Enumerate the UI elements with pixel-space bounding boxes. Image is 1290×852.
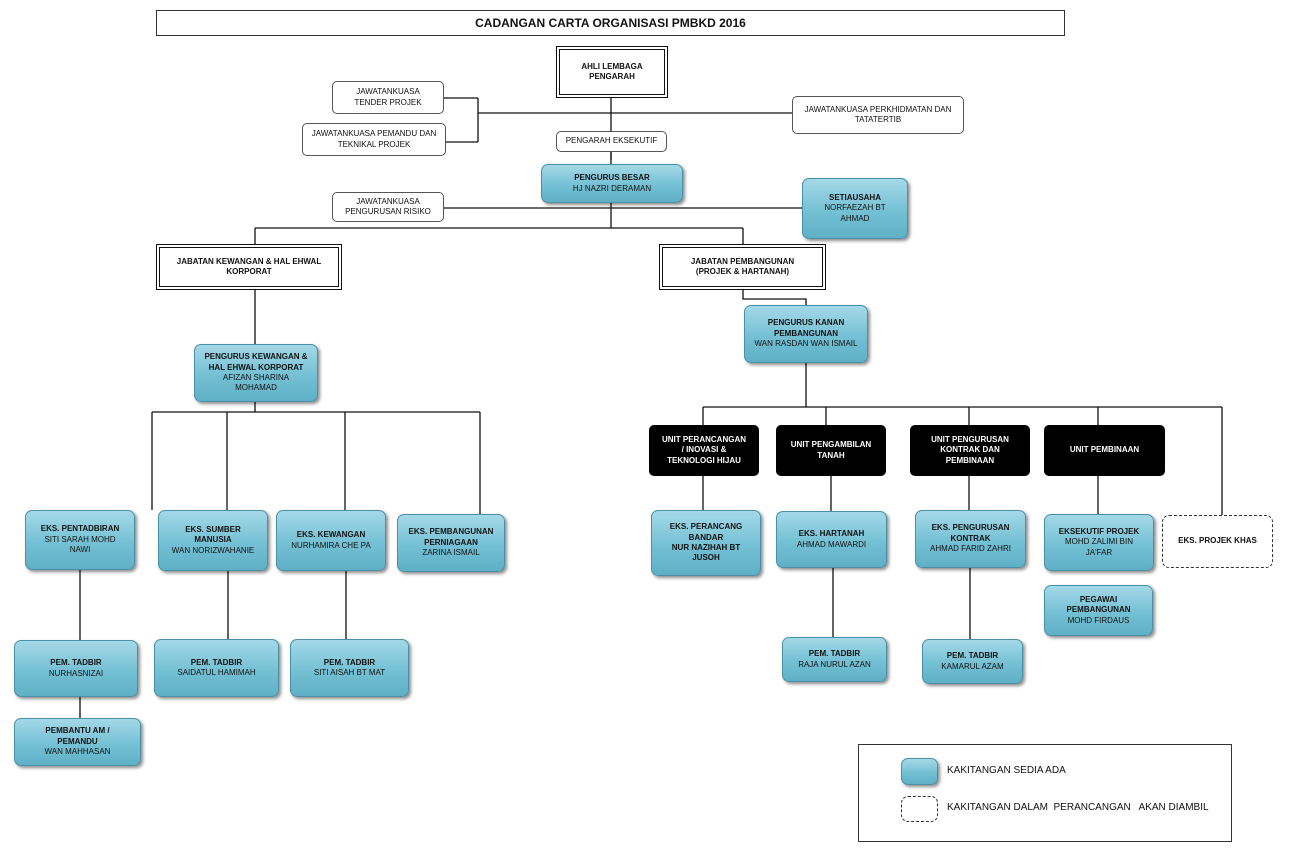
box-pengarah-eksekutif: PENGARAH EKSEKUTIF [556,131,667,152]
box-eks-projek-khas: EKS. PROJEK KHAS [1162,515,1273,568]
legend-swatch-planned [901,796,938,822]
legend-label-planned: KAKITANGAN DALAM PERANCANGAN AKAN DIAMBI… [947,802,1209,813]
box-jabatan-pembangunan: JABATAN PEMBANGUNAN(PROJEK & HARTANAH) [659,244,826,290]
legend: KAKITANGAN SEDIA ADA KAKITANGAN DALAM PE… [858,744,1232,842]
box-unit-perancangan: UNIT PERANCANGAN/ INOVASI &TEKNOLOGI HIJ… [649,425,759,476]
legend-swatch-existing [901,758,938,785]
chart-title: CADANGAN CARTA ORGANISASI PMBKD 2016 [156,10,1065,36]
legend-label-existing: KAKITANGAN SEDIA ADA [947,765,1066,776]
connector-pembangunan-pengurus [742,290,807,305]
box-unit-pembinaan: UNIT PEMBINAAN [1044,425,1165,476]
